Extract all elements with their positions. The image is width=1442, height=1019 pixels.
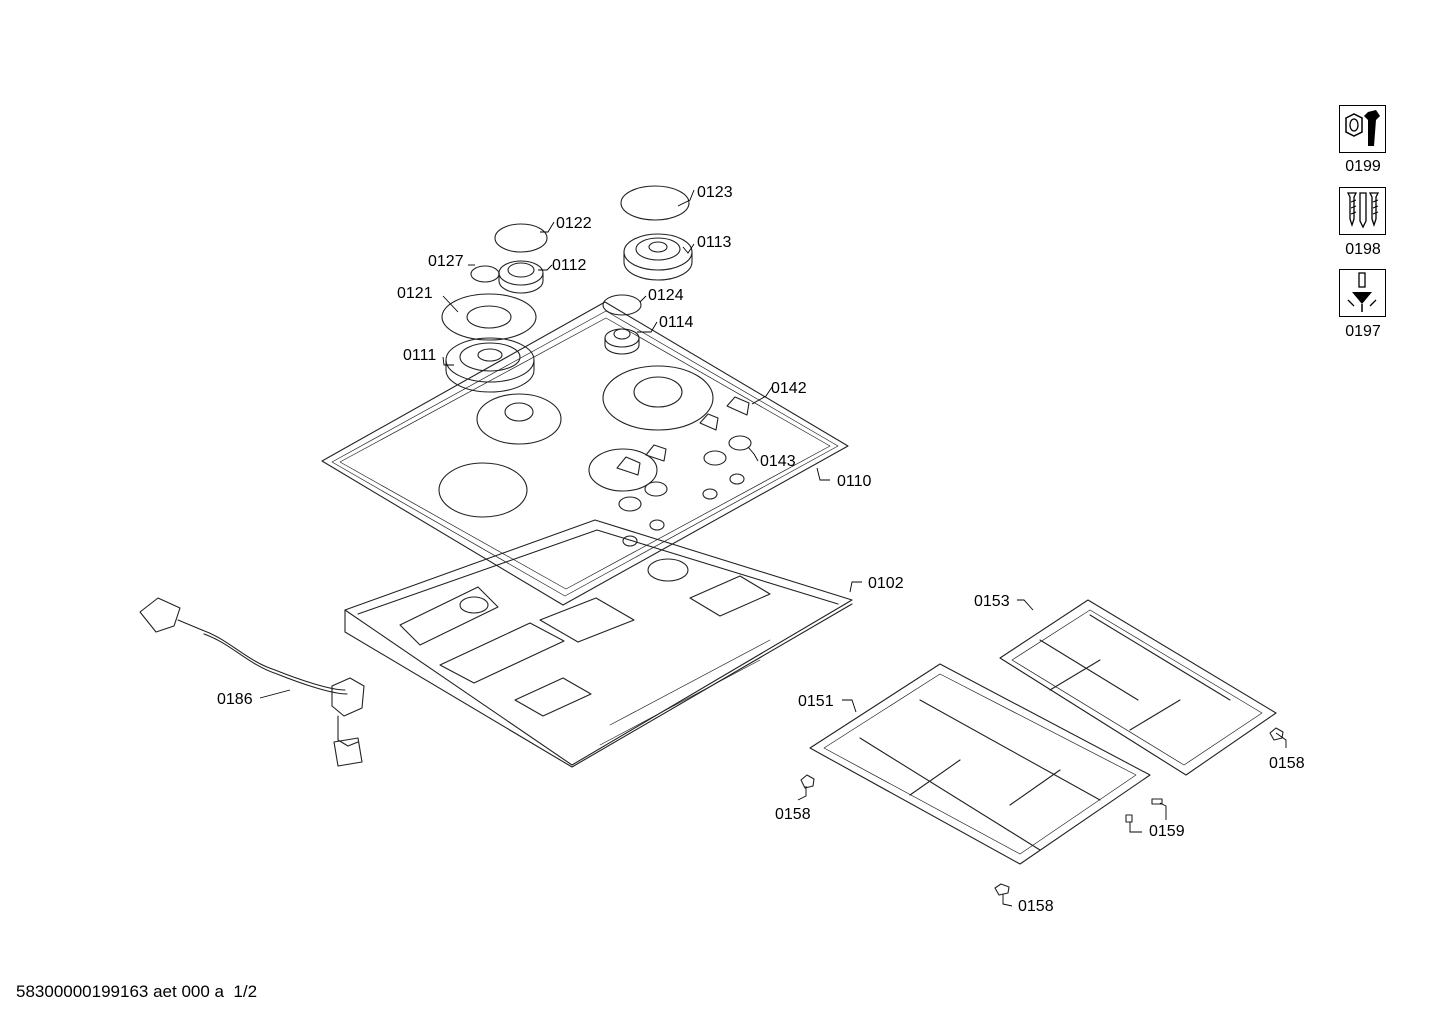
burner-cap-0123[interactable] bbox=[620, 185, 690, 221]
label-0102: 0102 bbox=[868, 575, 904, 592]
bottom-tray[interactable] bbox=[344, 519, 853, 768]
burner-cap-0127[interactable] bbox=[470, 265, 500, 283]
label-0153: 0153 bbox=[974, 593, 1010, 610]
label-0112: 0112 bbox=[552, 257, 587, 274]
burner-ring-0121[interactable] bbox=[441, 293, 537, 341]
label-0158-left: 0158 bbox=[775, 806, 811, 823]
icon-label-0197: 0197 bbox=[1345, 323, 1381, 340]
label-0159: 0159 bbox=[1149, 823, 1185, 840]
part-labels: 0123 0122 0113 0127 0112 0121 0124 0114 … bbox=[217, 184, 1305, 915]
icon-label-0198: 0198 bbox=[1345, 241, 1381, 258]
document-footer: 58300000199163 aet 000 a 1/2 bbox=[16, 982, 258, 1001]
label-0123: 0123 bbox=[697, 184, 733, 201]
screws-icon[interactable] bbox=[1339, 187, 1386, 235]
label-0110: 0110 bbox=[837, 473, 872, 490]
burner-0114[interactable] bbox=[604, 328, 640, 355]
label-0113: 0113 bbox=[697, 234, 732, 251]
label-0111: 0111 bbox=[403, 347, 436, 364]
spacer-0159[interactable] bbox=[1125, 798, 1163, 823]
pan-support-0151[interactable] bbox=[809, 663, 1151, 865]
burner-0113[interactable] bbox=[623, 233, 693, 281]
rubber-foot-0158-right[interactable] bbox=[1269, 727, 1284, 741]
burner-cap-0124[interactable] bbox=[602, 294, 642, 316]
label-0121: 0121 bbox=[397, 285, 433, 302]
rubber-foot-0158-left[interactable] bbox=[800, 774, 815, 789]
rubber-foot-0158-bottom[interactable] bbox=[994, 883, 1010, 896]
burner-cap-0122[interactable] bbox=[494, 223, 548, 253]
icon-label-0199: 0199 bbox=[1345, 158, 1381, 175]
label-0127: 0127 bbox=[428, 253, 464, 270]
label-0158-bottom: 0158 bbox=[1018, 898, 1054, 915]
label-0122: 0122 bbox=[556, 215, 592, 232]
pan-support-0153[interactable] bbox=[999, 599, 1277, 776]
leader-lines bbox=[259, 189, 1287, 907]
label-0186: 0186 bbox=[217, 691, 253, 708]
power-cord[interactable] bbox=[139, 597, 365, 767]
burner-0111[interactable] bbox=[445, 337, 535, 393]
label-0114: 0114 bbox=[659, 314, 694, 331]
label-0158-right: 0158 bbox=[1269, 755, 1305, 772]
wrench-nut-icon[interactable] bbox=[1339, 105, 1386, 153]
label-0124: 0124 bbox=[648, 287, 684, 304]
burner-0112[interactable] bbox=[498, 260, 544, 294]
label-0151: 0151 bbox=[798, 693, 834, 710]
grease-gun-icon[interactable] bbox=[1339, 269, 1386, 317]
cooktop-top-plate[interactable] bbox=[321, 301, 849, 606]
label-0143: 0143 bbox=[760, 453, 796, 470]
label-0142: 0142 bbox=[771, 380, 807, 397]
